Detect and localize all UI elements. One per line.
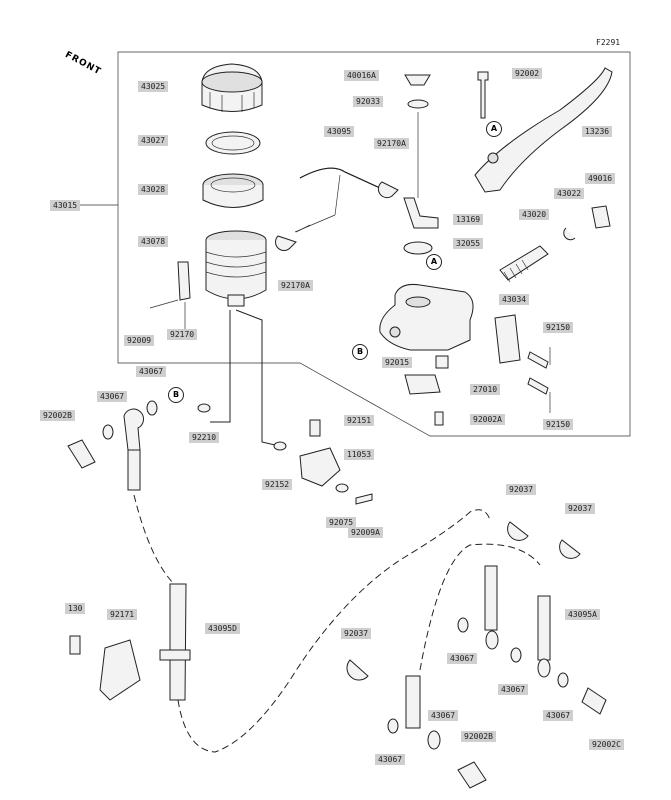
handlebar-clamp xyxy=(494,314,521,364)
reservoir-tank xyxy=(177,230,267,307)
circlip xyxy=(563,227,576,241)
label-27010: 27010 xyxy=(470,384,501,395)
label-43067-left-1: 43067 xyxy=(97,391,128,402)
label-92150-upper: 92150 xyxy=(543,322,574,333)
label-11053: 11053 xyxy=(344,449,375,460)
label-43067-mid-2: 43067 xyxy=(498,684,529,695)
label-43027: 43027 xyxy=(138,135,169,146)
callout-a-lever: A xyxy=(486,121,502,137)
diaphragm-plate xyxy=(202,173,264,208)
label-92170: 92170 xyxy=(167,329,198,340)
fitting-ring xyxy=(407,99,429,109)
callout-b-body: B xyxy=(352,344,368,360)
label-43067-right: 43067 xyxy=(543,710,574,721)
label-92151: 92151 xyxy=(344,415,375,426)
callout-b-hose: B xyxy=(168,387,184,403)
label-13169: 13169 xyxy=(453,214,484,225)
pivot-bolt xyxy=(477,71,489,119)
label-92002b-bottom: 92002B xyxy=(461,731,496,742)
label-130: 130 xyxy=(65,603,86,614)
label-43022: 43022 xyxy=(554,188,585,199)
label-92009: 92009 xyxy=(124,335,155,346)
label-92171: 92171 xyxy=(107,609,138,620)
label-92002c: 92002C xyxy=(589,739,624,750)
hose-clamp-low xyxy=(275,235,297,251)
elbow-fitting xyxy=(403,197,439,229)
label-92002: 92002 xyxy=(512,68,543,79)
label-43020: 43020 xyxy=(519,209,550,220)
master-cylinder-body xyxy=(379,284,474,351)
diagram-code: F2291 xyxy=(596,38,621,47)
o-ring xyxy=(403,241,433,255)
label-92009a: 92009A xyxy=(348,527,383,538)
label-92170a-top: 92170A xyxy=(374,138,409,149)
label-92170a-low: 92170A xyxy=(278,280,313,291)
label-43067-mid-1: 43067 xyxy=(447,653,478,664)
label-92037-b: 92037 xyxy=(565,503,596,514)
callout-a-body: A xyxy=(426,254,442,270)
label-43028: 43028 xyxy=(138,184,169,195)
label-92210: 92210 xyxy=(189,432,220,443)
label-92037-a: 92037 xyxy=(506,484,537,495)
label-43025: 43025 xyxy=(138,81,169,92)
brake-switch xyxy=(404,374,441,395)
label-43078: 43078 xyxy=(138,236,169,247)
label-92150-lower: 92150 xyxy=(543,419,574,430)
brake-lever xyxy=(474,67,613,193)
pivot-nut xyxy=(435,355,449,369)
dust-boot xyxy=(591,205,611,229)
label-92002a: 92002A xyxy=(470,414,505,425)
label-43095a: 43095A xyxy=(565,609,600,620)
label-43095: 43095 xyxy=(324,126,355,137)
label-43095d: 43095D xyxy=(205,623,240,634)
reservoir-cap-drawing xyxy=(201,63,263,112)
hose-clamp-top xyxy=(377,181,399,199)
label-40016a: 40016A xyxy=(344,70,379,81)
label-13236: 13236 xyxy=(582,126,613,137)
label-92075: 92075 xyxy=(326,517,357,528)
assembly-box-outline xyxy=(117,51,631,437)
label-92033: 92033 xyxy=(353,96,384,107)
label-43034: 43034 xyxy=(499,294,530,305)
label-92152: 92152 xyxy=(262,479,293,490)
label-92015: 92015 xyxy=(382,357,413,368)
label-92002b-left: 92002B xyxy=(40,410,75,421)
diaphragm-ring xyxy=(205,131,261,155)
fitting-cap xyxy=(404,74,431,86)
label-92037-c: 92037 xyxy=(341,628,372,639)
label-43015: 43015 xyxy=(50,200,81,211)
label-43067-bottom-1: 43067 xyxy=(428,710,459,721)
label-32055: 32055 xyxy=(453,238,484,249)
label-49016: 49016 xyxy=(585,173,616,184)
label-43067-left-2: 43067 xyxy=(136,366,167,377)
label-43067-bottom-2: 43067 xyxy=(375,754,406,765)
piston-assembly xyxy=(499,245,549,283)
